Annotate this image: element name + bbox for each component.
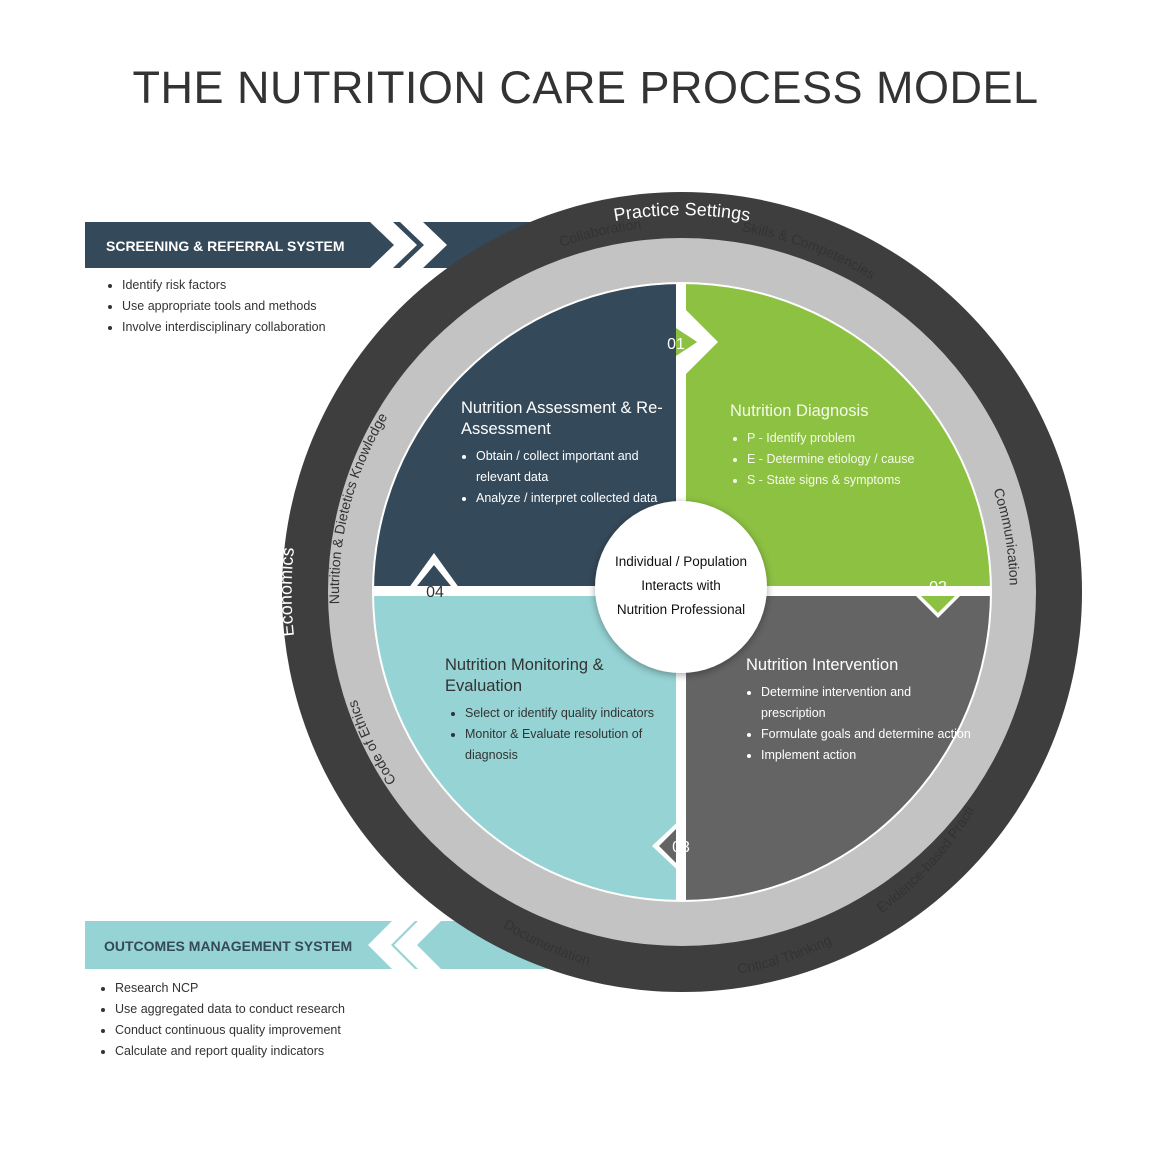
monitoring-list: Select or identify quality indicators Mo… [445,703,660,766]
step-arrows [403,310,970,878]
diagnosis-list: P - Identify problem E - Determine etiol… [730,428,960,491]
monitoring-title: Nutrition Monitoring & Evaluation [445,656,604,695]
intervention-list: Determine intervention and prescription … [746,682,976,766]
list-item: Monitor & Evaluate resolution of diagnos… [465,724,660,766]
list-item: S - State signs & symptoms [747,470,960,491]
list-item: Formulate goals and determine action [761,724,976,745]
screening-list: Identify risk factors Use appropriate to… [100,275,326,338]
list-item: Identify risk factors [122,275,326,296]
list-item: Calculate and report quality indicators [115,1041,345,1062]
screening-label: SCREENING & REFERRAL SYSTEM [106,238,345,254]
list-item: Use appropriate tools and methods [122,296,326,317]
center-line-3: Nutrition Professional [616,602,746,617]
center-circle [595,501,767,673]
list-item: E - Determine etiology / cause [747,449,960,470]
list-item: P - Identify problem [747,428,960,449]
list-item: Determine intervention and prescription [761,682,976,724]
outer-label-economics: Economics [276,546,298,637]
assessment-list: Obtain / collect important and relevant … [461,446,676,509]
step-number-02: 02 [929,579,947,596]
outcomes-list: Research NCP Use aggregated data to cond… [93,978,345,1062]
step-number-01: 01 [667,336,685,353]
arrow-step-2-tip [921,596,955,613]
page-title: THE NUTRITION CARE PROCESS MODEL [132,62,1039,113]
intervention-content: Nutrition Intervention Determine interve… [746,655,976,766]
list-item: Select or identify quality indicators [465,703,660,724]
center-line-1: Individual / Population [614,554,748,569]
list-item: Obtain / collect important and relevant … [476,446,676,488]
list-item: Implement action [761,745,976,766]
arrow-step-1-tip [676,328,697,356]
center-line-2: Interacts with [641,578,721,593]
list-item: Analyze / interpret collected data [476,488,676,509]
step-number-03: 03 [672,839,690,856]
arrow-step-4-tip [417,565,451,586]
assessment-content: Nutrition Assessment & Re-Assessment Obt… [461,398,676,509]
assessment-title: Nutrition Assessment & Re-Assessment [461,399,663,438]
step-number-04: 04 [426,584,444,601]
list-item: Research NCP [115,978,345,999]
outcomes-banner [85,921,560,969]
list-item: Use aggregated data to conduct research [115,999,345,1020]
monitoring-content: Nutrition Monitoring & Evaluation Select… [445,655,660,766]
outer-label-social-systems: Social Systems [620,997,744,1021]
center-text: Individual / Population Interacts with N… [598,550,764,622]
outcomes-label: OUTCOMES MANAGEMENT SYSTEM [104,938,352,954]
list-item: Conduct continuous quality improvement [115,1020,345,1041]
diagnosis-content: Nutrition Diagnosis P - Identify problem… [730,401,960,491]
list-item: Involve interdisciplinary collaboration [122,317,326,338]
diagnosis-title: Nutrition Diagnosis [730,402,869,420]
intervention-title: Nutrition Intervention [746,656,899,674]
arrow-step-3-tip [659,829,676,863]
screening-banner [85,222,530,268]
